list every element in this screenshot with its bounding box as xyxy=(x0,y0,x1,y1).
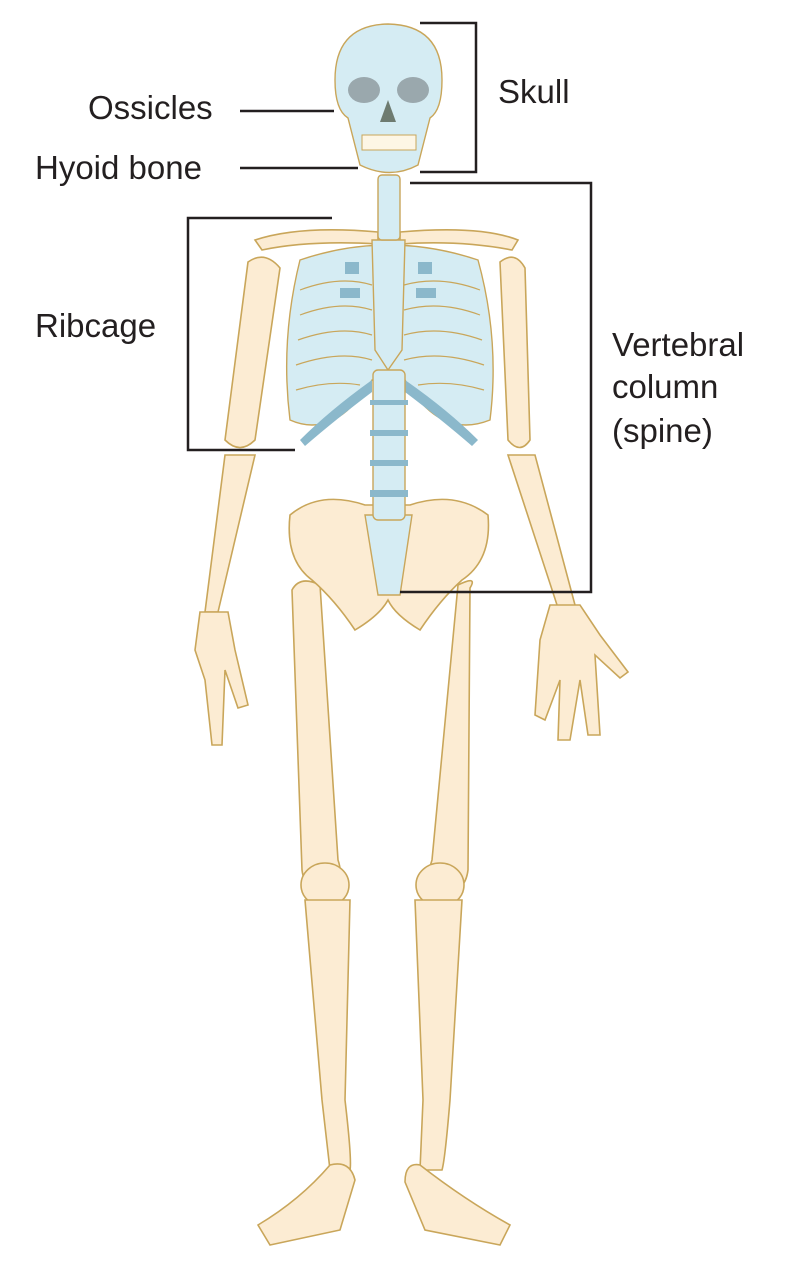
ribcage-bracket xyxy=(186,216,332,452)
leader-lines xyxy=(186,21,593,594)
skull-illustration xyxy=(334,23,443,174)
skull-bracket xyxy=(420,21,478,174)
legs xyxy=(256,579,512,1246)
label-ossicles: Ossicles xyxy=(88,89,213,126)
label-vertebral-line1: Vertebral xyxy=(612,326,745,363)
label-hyoid-bone: Hyoid bone xyxy=(35,149,202,186)
label-vertebral-line2: column xyxy=(612,368,719,405)
sternum xyxy=(371,239,406,372)
arms xyxy=(194,256,630,746)
label-vertebral-line3: (spine) xyxy=(612,412,713,449)
label-ribcage: Ribcage xyxy=(35,307,157,344)
label-skull: Skull xyxy=(498,73,570,110)
vertebral-column xyxy=(370,174,408,521)
vertebral-bracket xyxy=(400,181,593,594)
